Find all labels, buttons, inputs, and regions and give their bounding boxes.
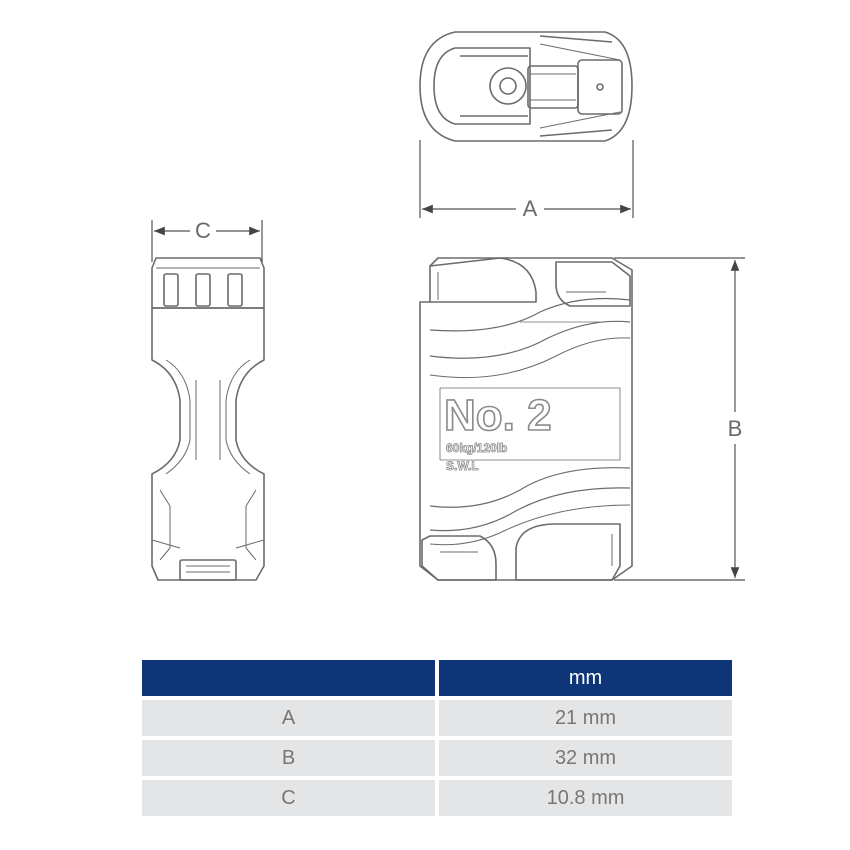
row-dimension: C [142, 780, 435, 816]
dimension-b [614, 257, 745, 581]
row-value: 10.8 mm [439, 780, 732, 816]
table-row: C 10.8 mm [142, 780, 732, 816]
row-dimension: A [142, 700, 435, 736]
side-view [151, 257, 265, 581]
top-view [419, 31, 633, 142]
table-row: A 21 mm [142, 700, 732, 736]
dimension-a [419, 140, 634, 218]
dimension-a-label: A [523, 196, 538, 221]
rating-stamp: 60kg/120lb [446, 441, 507, 455]
model-stamp: No. 2 [444, 391, 552, 440]
table-header-row: mm [142, 660, 732, 696]
dimension-c-label: C [195, 218, 211, 243]
table-row: B 32 mm [142, 740, 732, 776]
swl-stamp: S.W.L [446, 459, 479, 473]
header-dimension [142, 660, 435, 696]
dimension-table: mm A 21 mm B 32 mm C 10.8 mm [138, 656, 736, 820]
technical-drawing: A [151, 31, 745, 581]
front-view [419, 257, 633, 581]
row-value: 32 mm [439, 740, 732, 776]
row-value: 21 mm [439, 700, 732, 736]
dimension-b-label: B [728, 416, 743, 441]
dimension-c [151, 220, 263, 262]
header-unit: mm [439, 660, 732, 696]
row-dimension: B [142, 740, 435, 776]
